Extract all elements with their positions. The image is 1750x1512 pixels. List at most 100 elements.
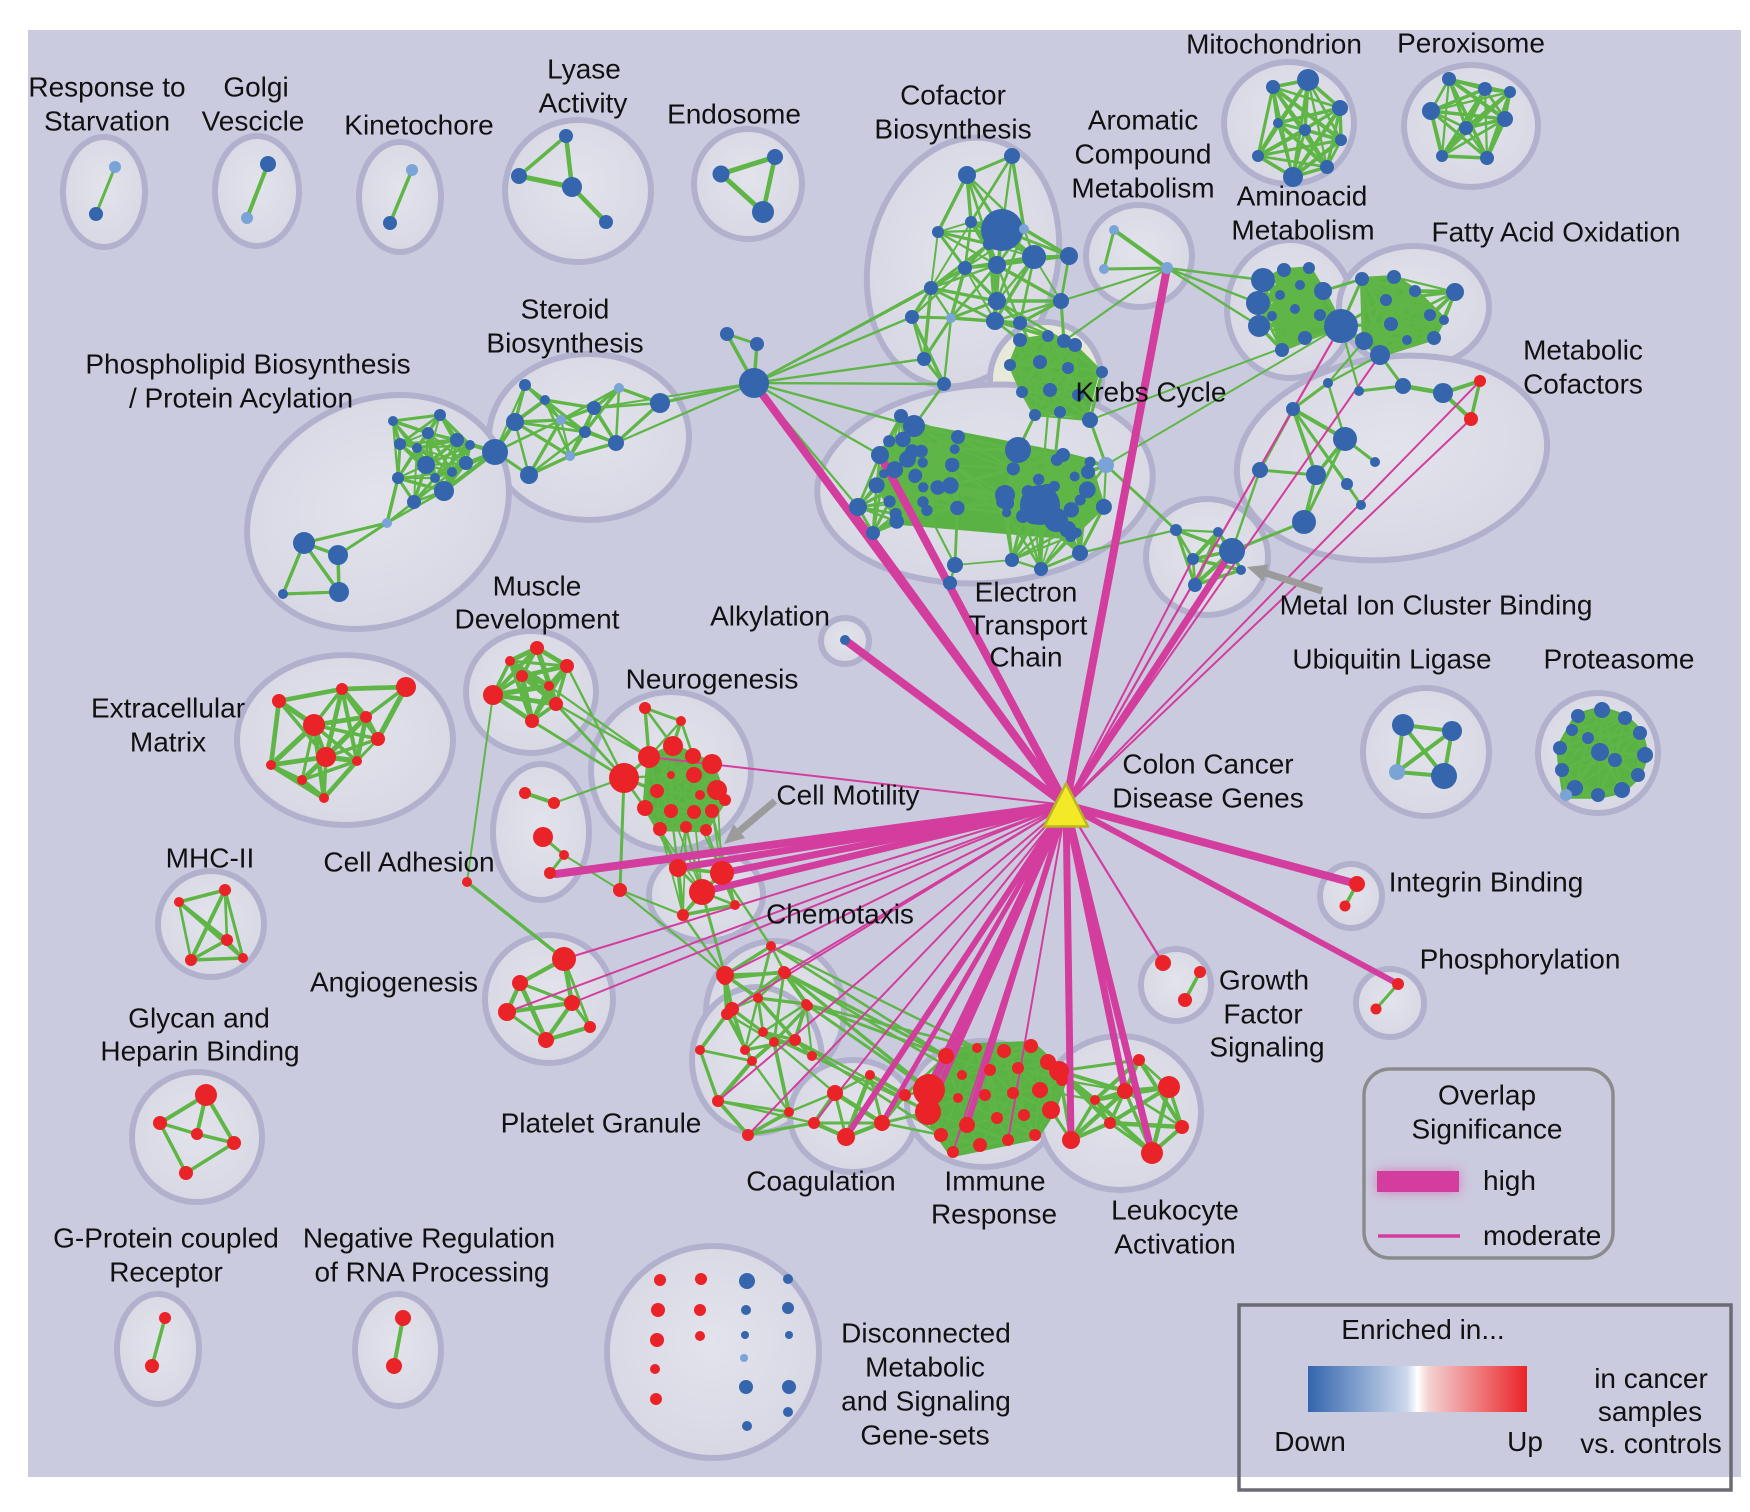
node bbox=[530, 641, 544, 655]
node bbox=[778, 966, 790, 978]
cluster-label-mitochondrion: Mitochondrion bbox=[1186, 28, 1362, 59]
node bbox=[1175, 1120, 1189, 1134]
cluster-label-disconnected-gene-sets: Gene-sets bbox=[860, 1419, 989, 1450]
node bbox=[1384, 317, 1398, 331]
node bbox=[1297, 69, 1319, 91]
node bbox=[742, 1421, 752, 1431]
legend-gradient-bar bbox=[1308, 1366, 1527, 1412]
node bbox=[1608, 753, 1622, 767]
node bbox=[918, 482, 928, 492]
node bbox=[552, 947, 576, 971]
cluster-label-krebs-cycle: Krebs Cycle bbox=[1076, 376, 1227, 407]
node bbox=[1497, 111, 1513, 127]
node bbox=[1109, 225, 1119, 235]
node bbox=[278, 589, 288, 599]
node bbox=[1022, 485, 1035, 498]
node bbox=[869, 477, 885, 493]
node bbox=[1062, 362, 1074, 374]
node bbox=[676, 716, 686, 726]
cluster-label-proteasome: Proteasome bbox=[1544, 643, 1695, 674]
node bbox=[1079, 481, 1096, 498]
node bbox=[1409, 285, 1421, 297]
node bbox=[1133, 1054, 1145, 1066]
node bbox=[1022, 245, 1046, 269]
node bbox=[1170, 524, 1182, 536]
node bbox=[849, 498, 867, 516]
node bbox=[1042, 1101, 1060, 1119]
node bbox=[459, 456, 473, 470]
node bbox=[516, 670, 528, 682]
cluster-label-cell-adhesion: Cell Adhesion bbox=[323, 846, 494, 877]
cluster-label-kinetochore: Kinetochore bbox=[344, 109, 493, 140]
node bbox=[560, 659, 574, 673]
node bbox=[556, 415, 566, 425]
node bbox=[1032, 1082, 1048, 1098]
node bbox=[695, 1331, 705, 1341]
node bbox=[1349, 876, 1365, 892]
node bbox=[972, 1043, 982, 1053]
node bbox=[336, 683, 348, 695]
node bbox=[899, 1089, 911, 1101]
node bbox=[1275, 343, 1289, 357]
node bbox=[986, 312, 1004, 330]
cluster-label-disconnected-gene-sets: Metabolic bbox=[865, 1351, 985, 1382]
node bbox=[1582, 732, 1594, 744]
node bbox=[650, 784, 664, 798]
legend-enriched-title: Enriched in... bbox=[1341, 1314, 1504, 1345]
node bbox=[383, 216, 397, 230]
node bbox=[562, 177, 582, 197]
node bbox=[1395, 378, 1411, 394]
cluster-label-phospholipid-biosynthesis: / Protein Acylation bbox=[129, 382, 353, 413]
node bbox=[1387, 270, 1401, 284]
node bbox=[1371, 1004, 1382, 1015]
node bbox=[1290, 304, 1300, 314]
node bbox=[808, 1117, 820, 1129]
node bbox=[1065, 531, 1076, 542]
node bbox=[653, 822, 667, 836]
node bbox=[871, 446, 889, 464]
node bbox=[1431, 763, 1457, 789]
node bbox=[677, 909, 689, 921]
edge bbox=[754, 383, 944, 384]
node bbox=[272, 694, 286, 708]
node bbox=[329, 582, 349, 602]
node bbox=[1392, 978, 1404, 990]
node bbox=[1618, 711, 1632, 725]
node bbox=[983, 238, 995, 250]
node bbox=[747, 1056, 757, 1066]
node bbox=[638, 746, 660, 768]
node bbox=[1246, 291, 1270, 315]
cluster-label-leukocyte-activation: Activation bbox=[1114, 1228, 1235, 1259]
node bbox=[447, 467, 457, 477]
node bbox=[422, 427, 434, 439]
cluster-label-electron-transport-chain: Chain bbox=[989, 641, 1062, 672]
node bbox=[407, 495, 421, 509]
node bbox=[1068, 338, 1082, 352]
node bbox=[1402, 335, 1412, 345]
node bbox=[371, 732, 385, 746]
node bbox=[179, 1166, 193, 1180]
node bbox=[1295, 280, 1305, 290]
node bbox=[511, 168, 527, 184]
node bbox=[1013, 333, 1027, 347]
node bbox=[1062, 1131, 1080, 1149]
node bbox=[1005, 553, 1019, 567]
node bbox=[827, 1085, 843, 1101]
node bbox=[1090, 1095, 1100, 1105]
node bbox=[739, 368, 769, 398]
node bbox=[1474, 375, 1486, 387]
node bbox=[145, 1359, 159, 1373]
node bbox=[1104, 1117, 1116, 1129]
node bbox=[700, 824, 712, 836]
node bbox=[1064, 502, 1079, 517]
cluster-label-alkylation: Alkylation bbox=[710, 600, 830, 631]
node bbox=[719, 794, 731, 806]
node bbox=[1236, 565, 1246, 575]
node bbox=[884, 495, 896, 507]
node bbox=[219, 884, 231, 896]
node bbox=[1591, 788, 1605, 802]
node bbox=[637, 800, 653, 816]
edge bbox=[191, 958, 243, 960]
node bbox=[579, 426, 591, 438]
node bbox=[910, 472, 920, 482]
